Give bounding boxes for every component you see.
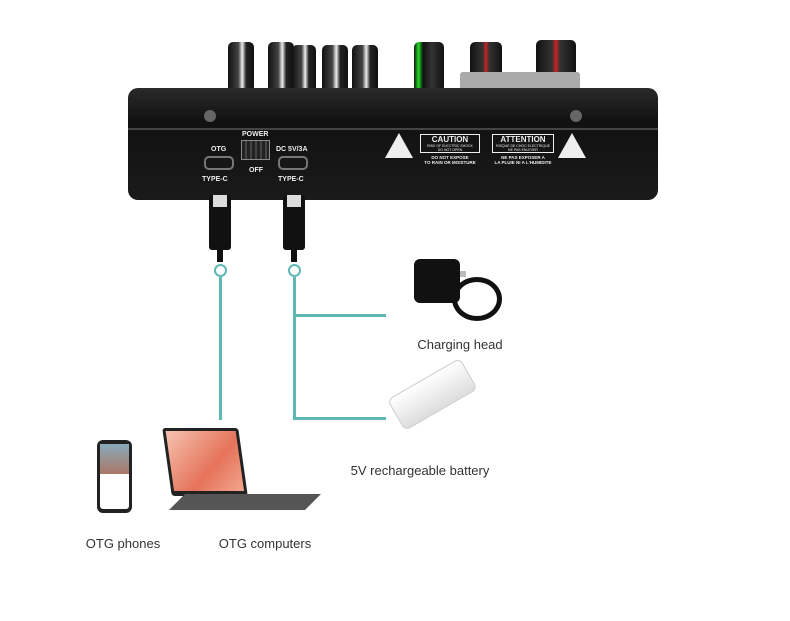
wire-node xyxy=(288,264,301,277)
power-label: POWER xyxy=(242,131,269,138)
screw-icon xyxy=(204,110,216,122)
computers-label: OTG computers xyxy=(218,536,312,551)
screw-icon xyxy=(570,110,582,122)
phones-label: OTG phones xyxy=(85,536,161,551)
charging-head-image xyxy=(412,255,512,325)
knob xyxy=(268,42,294,92)
battery-label: 5V rechargeable battery xyxy=(350,463,490,478)
fader-area xyxy=(460,72,580,92)
attention-title: ATTENTION xyxy=(500,135,546,144)
caution-note2: TO RAIN OR MOISTURE xyxy=(424,160,476,165)
attention-line1: RISQUE DE CHOC ELECTRIQUE xyxy=(496,144,550,148)
dc-label: DC 5V/3A xyxy=(276,146,308,153)
wire-battery xyxy=(293,417,386,420)
laptop-image xyxy=(162,428,321,514)
otg-label: OTG xyxy=(211,146,227,153)
dc-usb-c-port[interactable] xyxy=(278,156,308,170)
off-label: OFF xyxy=(249,167,263,174)
shock-warning-icon xyxy=(385,133,413,158)
type-c-right-label: TYPE-C xyxy=(278,176,304,183)
attention-line2: NE PAS ENLEVER xyxy=(508,148,538,152)
wire-node xyxy=(214,264,227,277)
attention-label: ATTENTION RISQUE DE CHOC ELECTRIQUE NE P… xyxy=(492,134,554,165)
phone-image xyxy=(97,440,132,513)
knob xyxy=(228,42,254,92)
charging-head-label: Charging head xyxy=(417,337,503,352)
power-bank-image xyxy=(387,357,478,431)
wire-charging-head xyxy=(293,314,386,317)
wire-dc xyxy=(293,277,296,420)
power-switch[interactable] xyxy=(241,140,270,160)
knob xyxy=(352,45,378,93)
knob xyxy=(322,45,348,93)
usb-c-plug-otg xyxy=(209,195,231,262)
knob xyxy=(292,45,316,93)
wire-otg xyxy=(219,277,222,420)
exclamation-warning-icon xyxy=(558,133,586,158)
caution-line2: DO NOT OPEN xyxy=(437,148,463,152)
caution-label: CAUTION RISK OF ELECTRIC SHOCK DO NOT OP… xyxy=(420,134,480,165)
usb-c-plug-dc xyxy=(283,195,305,262)
knob-green xyxy=(414,42,444,92)
mixer-body: OTG POWER OFF DC 5V/3A TYPE-C TYPE-C CAU… xyxy=(128,88,658,200)
mixer-seam xyxy=(128,128,658,130)
attention-note2: LA PLUIE NI A L'HUMIDITE xyxy=(494,160,552,165)
type-c-left-label: TYPE-C xyxy=(202,176,228,183)
caution-title: CAUTION xyxy=(431,135,469,144)
otg-usb-c-port[interactable] xyxy=(204,156,234,170)
attention-note1: NE PAS EXPOSER A xyxy=(501,155,545,160)
caution-note1: DO NOT EXPOSE xyxy=(431,155,469,160)
caution-line1: RISK OF ELECTRIC SHOCK xyxy=(427,144,473,148)
